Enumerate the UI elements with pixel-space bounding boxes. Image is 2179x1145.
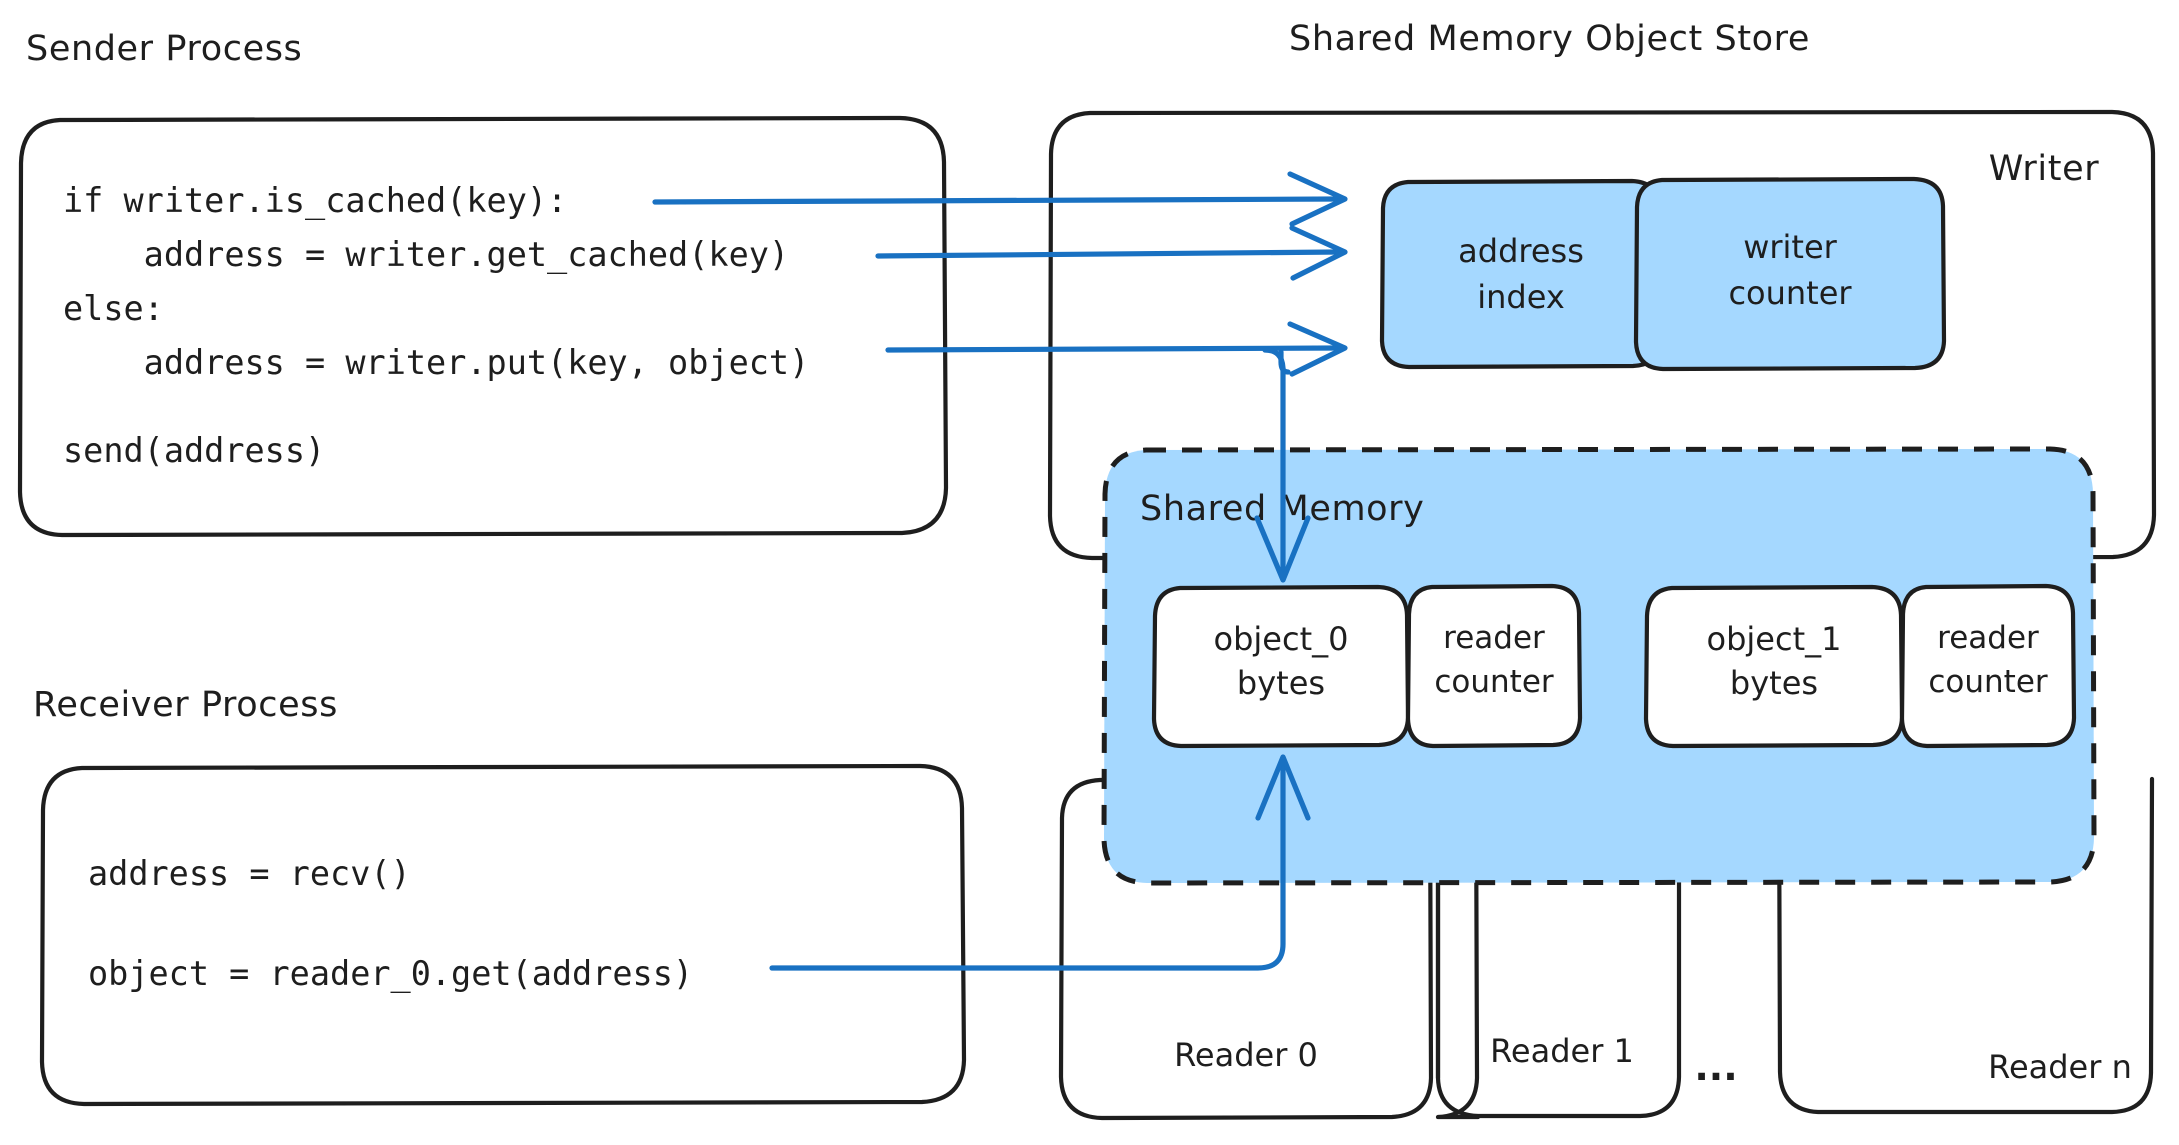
object-1-line-1: object_1 — [1707, 620, 1842, 658]
reader-0-box: Reader 0 — [1058, 776, 1434, 1121]
writer-counter-line-2: counter — [1728, 274, 1852, 312]
sender-code-line-4: address = writer.put(key, object) — [63, 343, 809, 382]
writer-counter-cell: writer counter — [1633, 176, 1947, 372]
writer-box: Writer — [1047, 109, 2157, 561]
reader-counter-0-line-1: reader — [1443, 620, 1545, 656]
readers-ellipsis: ... — [1694, 1045, 1737, 1089]
arrow-reader-get-to-object0 — [769, 754, 1311, 971]
address-index-cell: address index — [1379, 178, 1663, 370]
address-index-line-1: address — [1458, 232, 1584, 270]
object-store-title: Shared Memory Object Store — [1289, 19, 1810, 59]
receiver-code-line-1: address = recv() — [88, 854, 411, 893]
object-1-line-2: bytes — [1730, 664, 1818, 702]
sender-code-line-6: send(address) — [63, 431, 325, 470]
reader-n-label: Reader n — [1988, 1048, 2132, 1086]
object-0-line-1: object_0 — [1214, 620, 1349, 658]
arrow-is-cached-to-address-index — [652, 171, 1348, 227]
sender-code-block: if writer.is_cached(key): address = writ… — [63, 181, 809, 470]
object-1-bytes-cell: object_1 bytes — [1643, 584, 1905, 749]
reader-counter-0-cell: reader counter — [1405, 583, 1583, 749]
reader-counter-1-line-2: counter — [1928, 664, 2048, 700]
reader-counter-0-line-2: counter — [1434, 664, 1554, 700]
arrow-get-cached-to-address-index — [875, 225, 1348, 281]
sender-code-line-3: else: — [63, 289, 164, 328]
writer-counter-line-1: writer — [1743, 228, 1837, 266]
object-0-bytes-cell: object_0 bytes — [1151, 584, 1411, 749]
sender-code-line-1: if writer.is_cached(key): — [63, 181, 567, 221]
receiver-process-title: Receiver Process — [33, 685, 338, 725]
reader-0-label: Reader 0 — [1174, 1036, 1318, 1074]
receiver-process-box — [39, 763, 967, 1107]
reader-counter-1-cell: reader counter — [1899, 583, 2077, 749]
sender-process-box — [17, 115, 949, 538]
writer-label: Writer — [1989, 149, 2099, 189]
reader-1-label: Reader 1 — [1490, 1032, 1634, 1070]
reader-n-box: Reader n — [1776, 776, 2155, 1115]
object-0-line-2: bytes — [1237, 664, 1325, 702]
receiver-code-block: address = recv() object = reader_0.get(a… — [88, 854, 693, 994]
receiver-code-line-3: object = reader_0.get(address) — [88, 954, 693, 994]
sender-process-title: Sender Process — [26, 29, 302, 69]
arrow-put-to-address-index-and-object0 — [885, 321, 1348, 583]
sender-code-line-2: address = writer.get_cached(key) — [63, 235, 789, 275]
address-index-line-2: index — [1477, 278, 1565, 316]
reader-counter-1-line-1: reader — [1937, 620, 2039, 656]
